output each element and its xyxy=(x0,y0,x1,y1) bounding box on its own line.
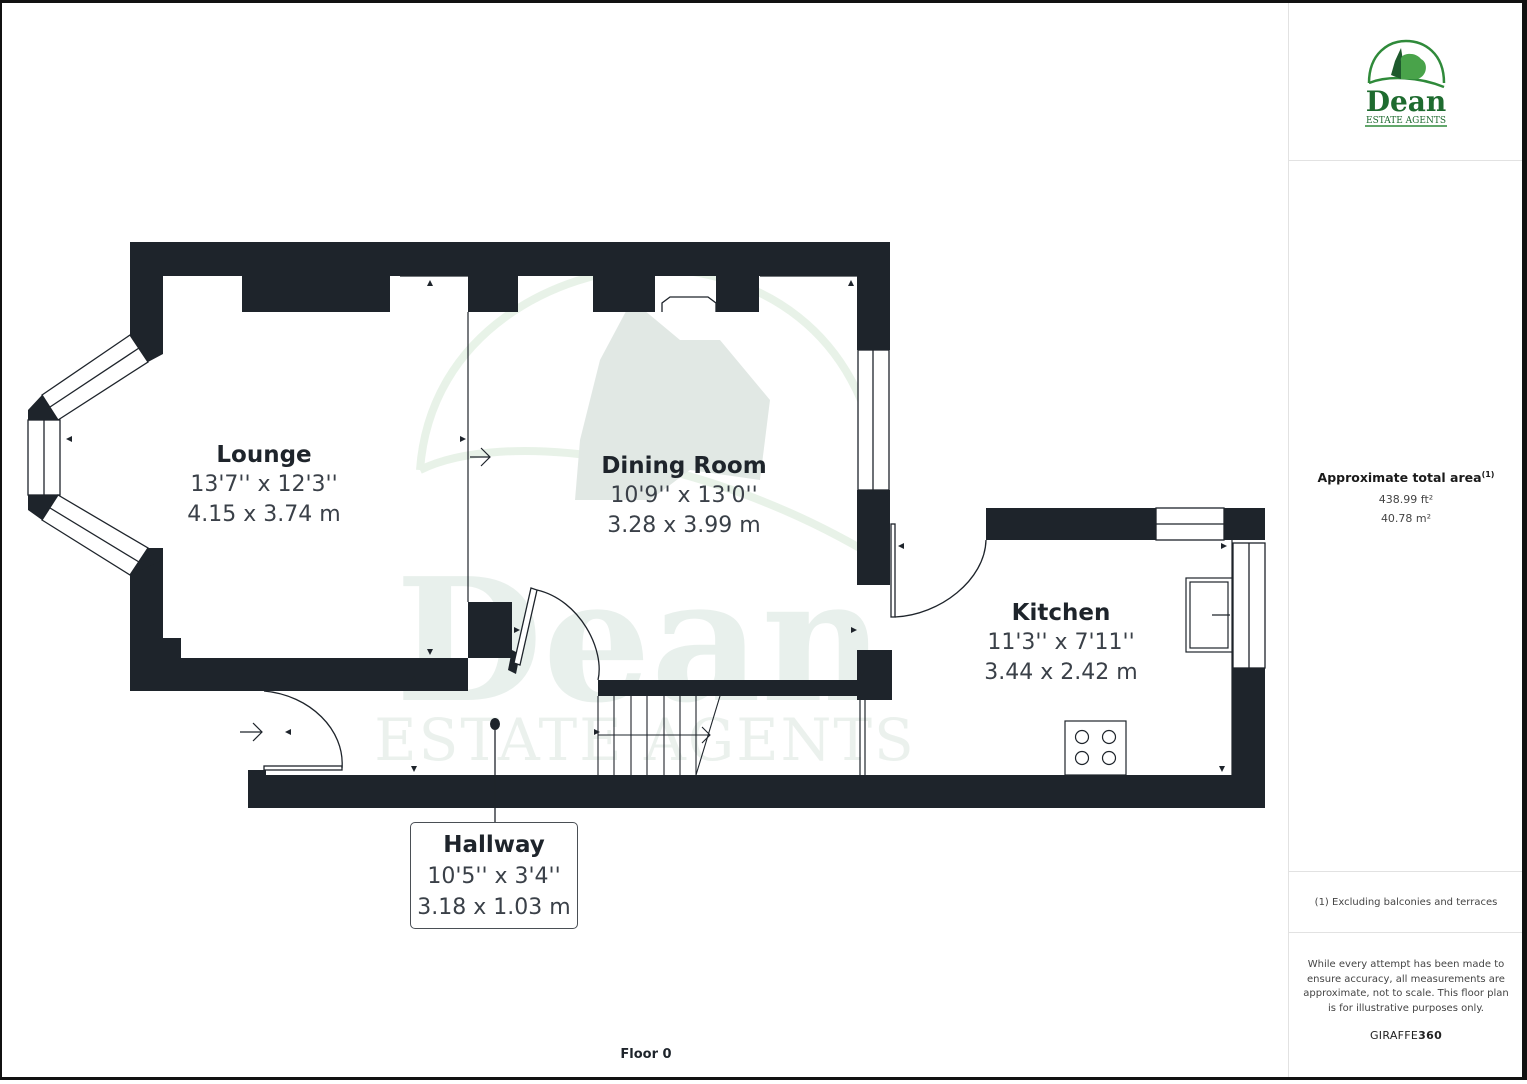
room-dimensions-metric: 3.18 x 1.03 m xyxy=(417,895,571,920)
measure-markers xyxy=(66,280,1227,772)
giraffe360-credit: GIRAFFE360 xyxy=(1369,1029,1443,1042)
svg-text:ESTATE AGENTS: ESTATE AGENTS xyxy=(1366,116,1446,126)
svg-text:Dean: Dean xyxy=(1366,85,1447,118)
room-dimensions-imperial: 11'3'' x 7'11'' xyxy=(987,630,1135,655)
disclaimer: While every attempt has been made to ens… xyxy=(1303,959,1509,1014)
logo-panel: Dean ESTATE AGENTS xyxy=(1289,3,1523,161)
room-kitchen: Kitchen 11'3'' x 7'11'' 3.44 x 2.42 m xyxy=(984,598,1137,688)
fireplace xyxy=(661,296,717,312)
room-dining: Dining Room 10'9'' x 13'0'' 3.28 x 3.99 … xyxy=(601,451,766,541)
floor-plan-drawing: Dean ESTATE AGENTS xyxy=(27,242,1266,822)
bay-window xyxy=(27,334,149,576)
hob xyxy=(1064,720,1127,776)
room-dimensions-imperial: 10'5'' x 3'4'' xyxy=(427,864,561,889)
floor-label: Floor 0 xyxy=(620,1047,672,1062)
room-dimensions-metric: 4.15 x 3.74 m xyxy=(187,502,341,527)
doors xyxy=(263,523,987,771)
walls xyxy=(28,242,1265,808)
info-sidebar: Dean ESTATE AGENTS Approximate total are… xyxy=(1288,0,1523,1080)
area-title: Approximate total area(1) xyxy=(1317,470,1495,486)
room-dimensions-metric: 3.44 x 2.42 m xyxy=(984,660,1138,685)
room-name: Hallway xyxy=(443,832,545,858)
kitchen-top-window xyxy=(1155,507,1225,541)
total-area: Approximate total area(1) 438.99 ft² 40.… xyxy=(1289,470,1523,525)
kitchen-right-window xyxy=(1232,542,1266,669)
hallway-pin xyxy=(490,718,500,822)
dining-window xyxy=(857,349,890,491)
area-metric: 40.78 m² xyxy=(1380,512,1432,526)
room-dimensions-metric: 3.28 x 3.99 m xyxy=(607,513,761,538)
room-name: Lounge xyxy=(216,442,312,468)
staircase xyxy=(597,695,721,776)
svg-text:ESTATE AGENTS: ESTATE AGENTS xyxy=(374,706,916,774)
area-imperial: 438.99 ft² xyxy=(1378,493,1434,507)
dean-logo: Dean ESTATE AGENTS xyxy=(1365,39,1447,127)
area-footnote: (1) Excluding balconies and terraces xyxy=(1289,871,1523,933)
kitchen-sink xyxy=(1185,577,1233,653)
room-name: Kitchen xyxy=(1011,600,1111,626)
room-lounge: Lounge 13'7'' x 12'3'' 4.15 x 3.74 m xyxy=(187,440,340,530)
room-dimensions-imperial: 13'7'' x 12'3'' xyxy=(190,472,338,497)
room-dimensions-imperial: 10'9'' x 13'0'' xyxy=(610,483,758,508)
room-hallway: Hallway 10'5'' x 3'4'' 3.18 x 1.03 m xyxy=(410,822,578,929)
room-name: Dining Room xyxy=(601,453,767,479)
floor-plan: Dean ESTATE AGENTS xyxy=(27,242,1266,1062)
entry-arrows xyxy=(240,447,491,742)
